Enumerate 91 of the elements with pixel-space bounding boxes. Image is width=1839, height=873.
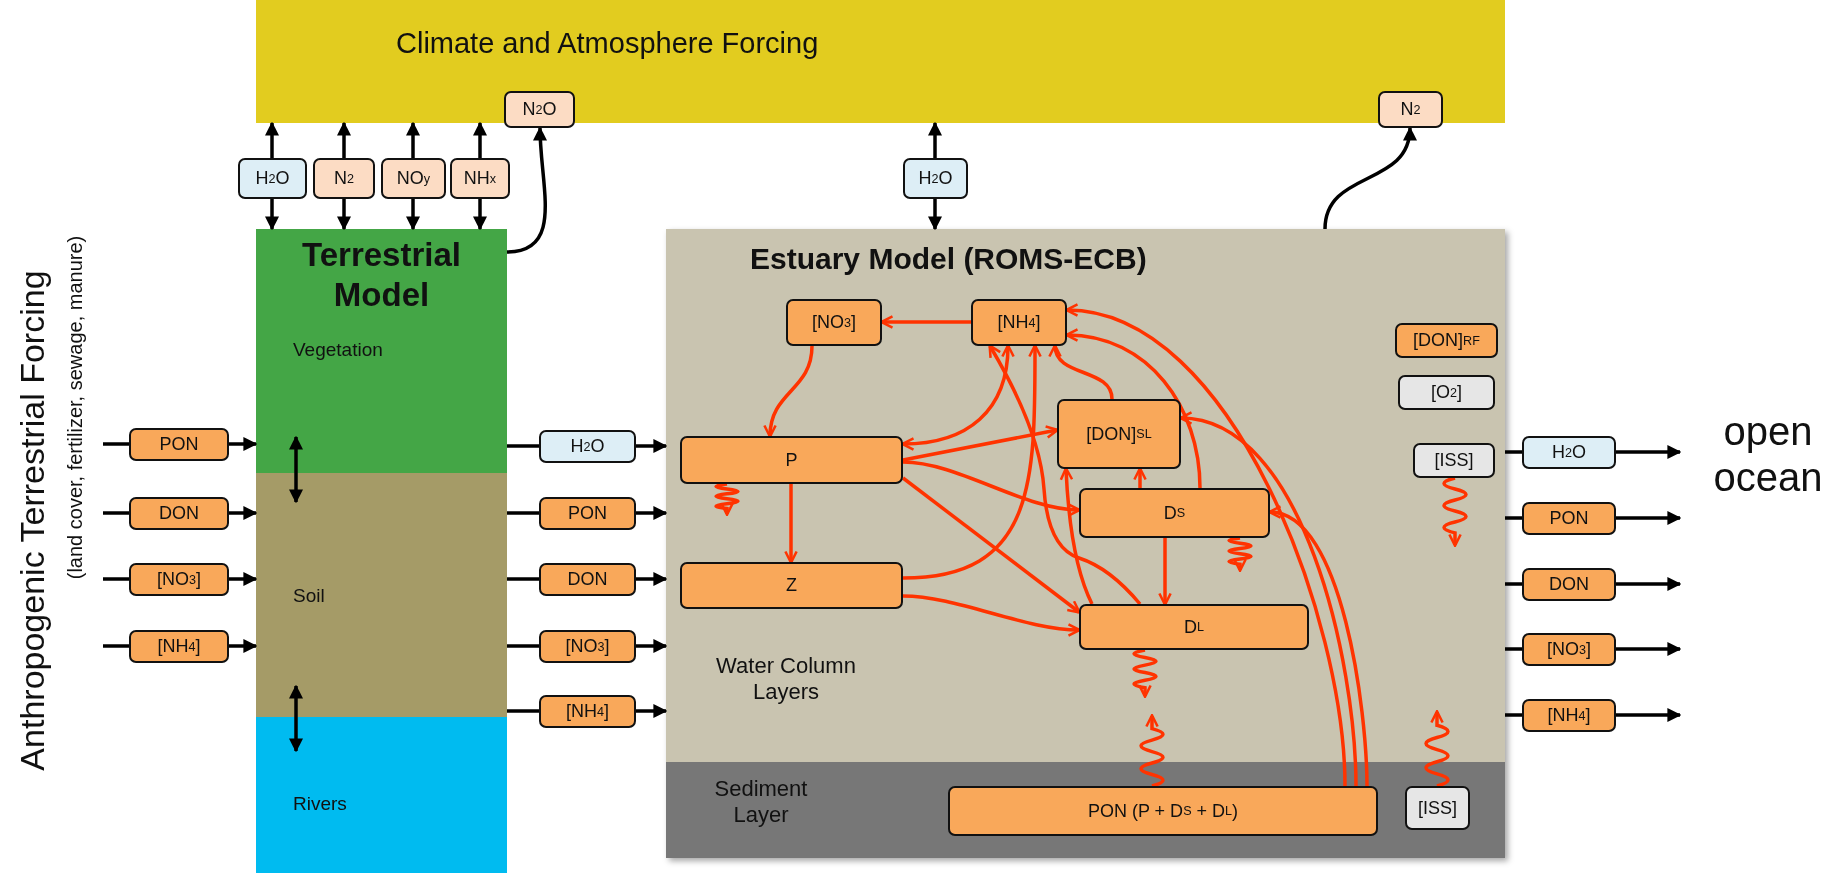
- climate-band: [256, 0, 1505, 123]
- connector-line: [103, 644, 129, 648]
- arrow: [1065, 304, 1347, 787]
- arrow: [1268, 507, 1369, 787]
- flux-box: PON: [539, 497, 636, 530]
- wavy-arrow: [1442, 476, 1468, 547]
- arrow: [229, 639, 258, 653]
- flux-box: PON: [1522, 502, 1616, 535]
- arrow: [928, 121, 942, 158]
- connector-line: [1505, 516, 1522, 520]
- arrow: [1616, 577, 1682, 591]
- arrow: [988, 344, 1142, 606]
- arrow: [229, 572, 258, 586]
- connector-line: [103, 442, 129, 446]
- arrow: [636, 572, 668, 586]
- side-label: Anthropogenic Terrestrial Forcing: [12, 269, 52, 771]
- variable-box: P: [680, 436, 903, 484]
- arrow: [289, 684, 303, 753]
- arrow: [337, 121, 351, 158]
- arrow: [902, 425, 1059, 462]
- wavy-arrow: [1424, 710, 1450, 788]
- flux-box: DON: [129, 497, 229, 530]
- connector-line: [507, 709, 539, 713]
- connector-line: [1505, 582, 1522, 586]
- connector-line: [103, 577, 129, 581]
- arrow: [902, 594, 1081, 637]
- arrow: [1158, 538, 1172, 606]
- estuary-panel: [666, 229, 1505, 858]
- arrow: [1616, 445, 1682, 459]
- connector-line: [103, 511, 129, 515]
- layer-label: Rivers: [293, 793, 347, 816]
- arrow: [265, 121, 279, 158]
- arrow: [506, 126, 548, 254]
- connector-line: [507, 511, 539, 515]
- arrow: [1065, 328, 1202, 489]
- river-band: [256, 717, 507, 873]
- arrow: [636, 506, 668, 520]
- arrow: [901, 476, 1081, 614]
- arrow: [1323, 126, 1416, 230]
- arrow: [636, 639, 668, 653]
- arrow: [1179, 412, 1358, 787]
- layer-label: Water Column Layers: [715, 653, 857, 706]
- arrow: [1616, 708, 1682, 722]
- flux-box: DON: [539, 563, 636, 596]
- arrow: [1133, 467, 1147, 488]
- arrow: [902, 344, 1042, 580]
- flux-box: DON: [1522, 568, 1616, 601]
- arrow: [636, 704, 668, 718]
- arrow: [406, 121, 420, 158]
- arrow: [289, 435, 303, 504]
- arrow: [784, 484, 798, 564]
- band-title: Climate and Atmosphere Forcing: [396, 26, 819, 61]
- connector-line: [507, 644, 539, 648]
- model-title: Terrestrial Model: [301, 235, 462, 315]
- arrow: [406, 199, 420, 231]
- variable-box: [ISS]: [1405, 786, 1470, 830]
- connector-line: [507, 577, 539, 581]
- connector-line: [1505, 450, 1522, 454]
- arrow: [880, 315, 971, 329]
- layer-label: Vegetation: [293, 339, 383, 362]
- soil-band: [256, 473, 507, 717]
- arrow: [902, 460, 1081, 517]
- arrow: [229, 437, 258, 451]
- sediment-band: [666, 762, 1505, 858]
- arrow: [265, 199, 279, 231]
- arrow: [764, 345, 814, 438]
- arrow: [636, 439, 668, 453]
- layer-label: Soil: [293, 585, 325, 608]
- vegetation-band: [256, 229, 507, 473]
- connector-line: [1505, 713, 1522, 717]
- variable-box: [ISS]: [1413, 443, 1495, 478]
- arrow: [1616, 511, 1682, 525]
- arrow: [473, 121, 487, 158]
- wavy-arrow: [1139, 714, 1165, 788]
- arrow: [229, 506, 258, 520]
- layer-label: Sediment Layer: [713, 776, 809, 829]
- arrow: [1616, 642, 1682, 656]
- arrow: [901, 344, 1015, 451]
- wavy-arrow: [1228, 536, 1252, 572]
- variable-box: Z: [680, 562, 903, 609]
- flux-box: PON: [129, 428, 229, 461]
- arrow: [928, 199, 942, 231]
- side-label: (land cover, fertilizer, sewage, manure): [64, 235, 88, 579]
- outflow-label: open ocean: [1712, 408, 1824, 500]
- connector-line: [507, 444, 539, 448]
- model-title: Estuary Model (ROMS-ECB): [750, 241, 1147, 277]
- arrow: [473, 199, 487, 231]
- arrow: [337, 199, 351, 231]
- connector-line: [1505, 647, 1522, 651]
- arrow: [1049, 344, 1114, 400]
- arrow: [1059, 467, 1094, 605]
